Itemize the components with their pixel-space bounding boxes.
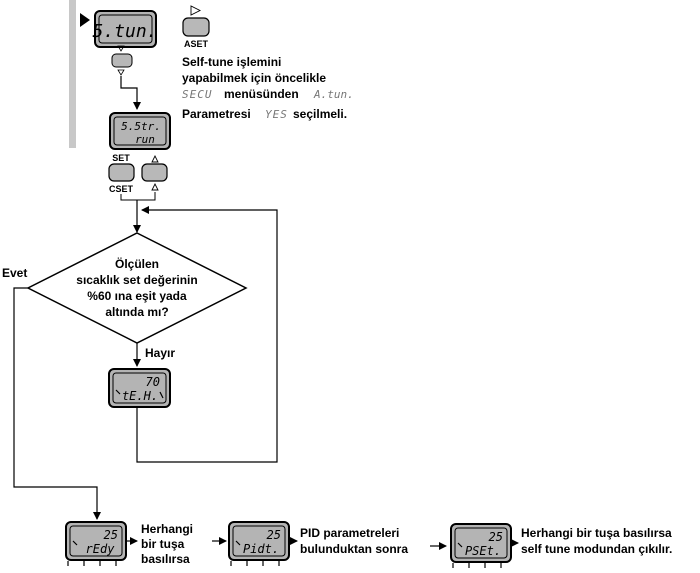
teh-display: 70 tE.H. (108, 368, 171, 408)
decision-line3: %60 ına eşit yada (87, 289, 187, 303)
evet-branch-line (13, 287, 101, 520)
note-atun-code: A.tun. (313, 88, 354, 101)
step1-line1: Herhangi (141, 522, 193, 536)
hayir-label: Hayır (145, 346, 175, 360)
note-yes-code: YES (265, 108, 288, 121)
cset-label: CSET (109, 184, 134, 194)
up-triangle-icon (151, 182, 159, 191)
pidt-display: 25 Pidt. (228, 521, 290, 566)
step1-line2: bir tuşa (141, 537, 185, 551)
sstr-display-bottom: run (135, 133, 155, 146)
teh-display-bottom: tE.H. (122, 389, 158, 403)
redy-display-top: 25 (104, 528, 118, 542)
decision-line4: altında mı? (105, 305, 168, 319)
up-triangle-icon (151, 154, 159, 163)
pset-display: 25 PSEt. (450, 523, 512, 568)
step3-line2: self tune modundan çıkılır. (521, 542, 672, 556)
connector-line (120, 76, 141, 110)
aset-label: ASET (184, 39, 209, 49)
step3-line1: Herhangi bir tuşa basılırsa (521, 526, 672, 540)
redy-display: 25 rEdy (65, 521, 127, 566)
loop-back-line (136, 206, 278, 463)
pidt-display-bottom: Pidt. (243, 542, 279, 556)
side-bar (69, 0, 76, 148)
note-line1: Self-tune işlemini (182, 55, 281, 69)
step2-line2: bulunduktan sonra (300, 542, 408, 556)
top-display-text: 5.tun. (92, 21, 157, 42)
aset-button[interactable] (182, 17, 210, 37)
pointer-arrow-icon (80, 13, 90, 27)
sstr-display: 5.5tr. run (109, 112, 171, 150)
set-button[interactable] (108, 163, 135, 182)
pset-display-top: 25 (489, 530, 503, 544)
evet-label: Evet (2, 266, 27, 280)
play-icon (190, 5, 202, 16)
step1-line3: basılırsa (141, 552, 190, 566)
decision-line1: Ölçülen (115, 256, 159, 271)
pidt-display-top: 25 (267, 528, 281, 542)
up-button[interactable] (141, 163, 168, 182)
note-line4-start: Parametresi (182, 107, 251, 121)
decision-line2: sıcaklık set değerinin (76, 273, 197, 287)
down-triangle-icon (117, 69, 125, 76)
step2-line1: PID parametreleri (300, 526, 399, 540)
note-line3: menüsünden (224, 87, 299, 101)
connector-line (120, 192, 156, 201)
decision-diamond (26, 232, 248, 344)
nav-button[interactable] (111, 53, 133, 68)
top-display: 5.tun. (92, 10, 158, 48)
note-line4-end: seçilmeli. (293, 107, 347, 121)
note-secu-code: SECU (182, 88, 213, 101)
note-line2: yapabilmek için öncelikle (182, 71, 326, 85)
teh-display-top: 70 (146, 375, 160, 389)
redy-display-bottom: rEdy (86, 542, 116, 556)
down-triangle-icon (117, 45, 125, 52)
pset-display-bottom: PSEt. (465, 544, 501, 558)
set-label: SET (112, 153, 130, 163)
sstr-display-top: 5.5tr. (121, 120, 161, 133)
